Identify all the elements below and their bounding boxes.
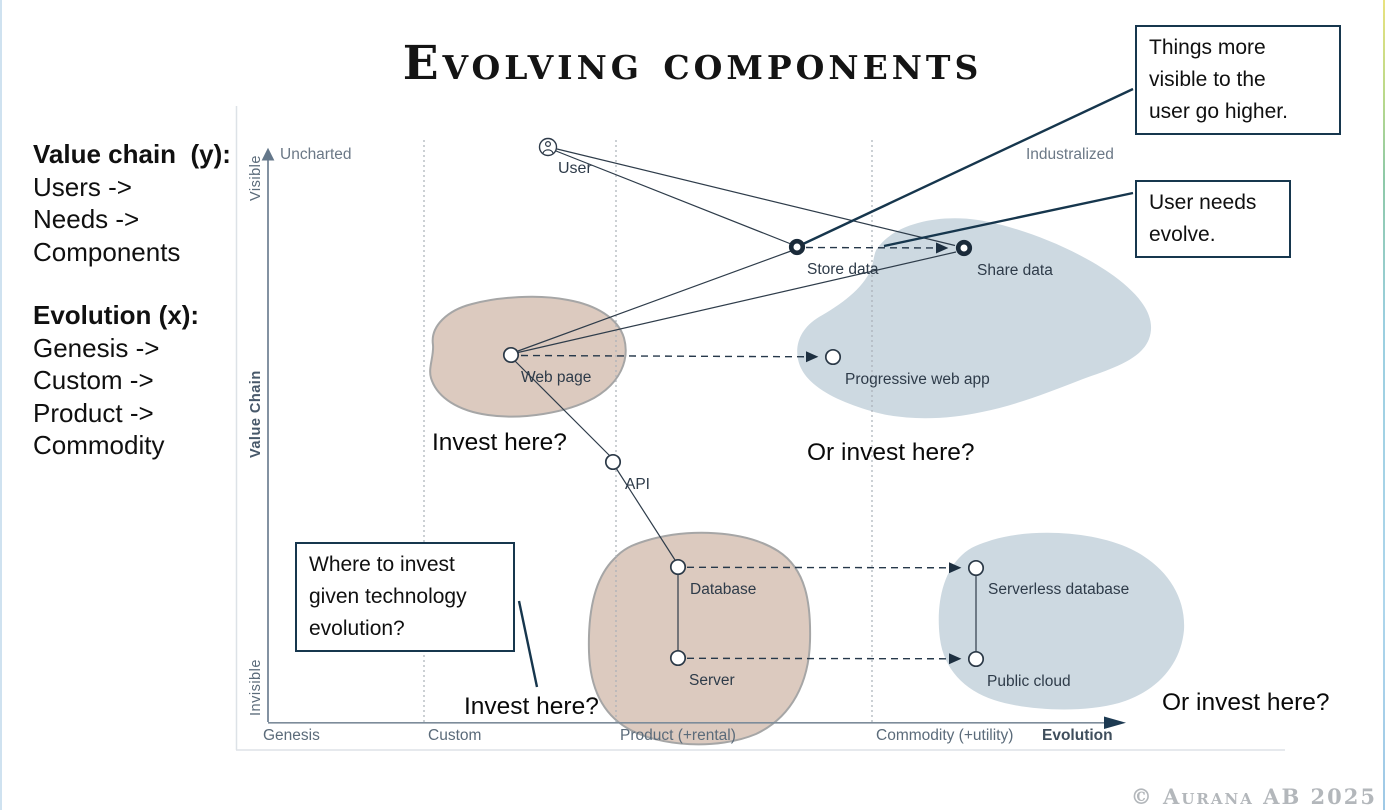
- edge-api-database: [615, 467, 676, 561]
- node-label-progressive-web-app: Progressive web app: [845, 371, 990, 388]
- edge-user-share-data: [556, 148, 956, 247]
- annotation-invest-here-custom: Invest here?: [432, 429, 567, 456]
- legend-value-chain-heading: Value chain (y):: [33, 139, 231, 169]
- x-stage-commodity: Commodity (+utility): [876, 727, 1014, 744]
- legend-value-chain-item: Users ->: [33, 171, 132, 202]
- annotation-or-invest-here-middle: Or invest here?: [807, 439, 975, 466]
- x-stage-custom: Custom: [428, 727, 482, 744]
- y-axis-label-invisible: Invisible: [248, 659, 264, 716]
- slide-left-border: [0, 0, 2, 810]
- evolution-axis: [268, 716, 1126, 729]
- node-label-database: Database: [690, 581, 757, 598]
- api-node: [604, 453, 622, 471]
- edge-share-data-web-page: [517, 251, 957, 354]
- database-node: [669, 558, 687, 576]
- panel-frame: [235, 106, 1285, 751]
- node-label-user: User: [558, 160, 592, 177]
- web-page-node: [502, 346, 520, 364]
- legend-value-chain-item: Needs ->: [33, 204, 140, 234]
- region-label-uncharted: Uncharted: [280, 146, 352, 163]
- leader-evolve-note: [883, 191, 1134, 248]
- store-data-node: [788, 238, 806, 256]
- annotation-or-invest-here-right: Or invest here?: [1162, 689, 1330, 716]
- copyright-footer: © Aurana AB 2025: [1130, 784, 1377, 809]
- y-axis-label-value-chain: Value Chain: [248, 370, 264, 458]
- node-label-public-cloud: Public cloud: [987, 673, 1071, 690]
- legend-evolution-item: Product ->: [33, 397, 154, 428]
- progressive-web-app-node: [824, 348, 842, 366]
- region-label-industralized: Industralized: [1026, 146, 1114, 163]
- legend-value-chain-item: Components: [33, 236, 181, 267]
- node-label-server: Server: [689, 672, 735, 689]
- evolution-axis-arrowhead: [1104, 716, 1126, 729]
- x-stage-product: Product (+rental): [620, 727, 736, 744]
- callout-evolve-note: User needs evolve.: [1135, 180, 1291, 258]
- invest-region-web-page: [429, 295, 627, 418]
- edge-store-data-web-page: [517, 250, 792, 352]
- serverless-database-node: [967, 559, 985, 577]
- node-label-share-data: Share data: [977, 262, 1053, 279]
- legend-evolution-heading: Evolution (x):: [33, 300, 200, 330]
- legend-block: Value chain (y): Users -> Needs -> Compo…: [33, 138, 231, 462]
- callout-visibility-note: Things more visible to the user go highe…: [1135, 25, 1341, 135]
- callout-invest-question: Where to invest given technology evoluti…: [295, 542, 515, 652]
- y-axis-label-visible: Visible: [248, 155, 264, 201]
- share-data-node: [955, 239, 973, 257]
- server-node: [669, 649, 687, 667]
- edge-user-store-data: [555, 150, 792, 245]
- leader-visibility-note: [802, 87, 1134, 246]
- value-chain-edges: [514, 148, 977, 652]
- x-axis-label-evolution: Evolution: [1042, 727, 1113, 744]
- legend-evolution-item: Custom ->: [33, 365, 154, 395]
- edge-web-page-api: [514, 360, 611, 457]
- node-label-store-data: Store data: [807, 261, 879, 278]
- arrow-server-to-public-cloud: [686, 653, 962, 665]
- legend-evolution-item: Genesis ->: [33, 332, 160, 363]
- evolution-arrows: [520, 242, 962, 665]
- arrow-web-page-to-pwa: [520, 351, 819, 363]
- node-label-serverless-database: Serverless database: [988, 581, 1130, 598]
- slide-right-border: [1383, 0, 1385, 810]
- node-label-web-page: Web page: [521, 369, 592, 386]
- user-icon-head: [544, 140, 552, 148]
- page-title: Evolving components: [402, 36, 983, 91]
- callout-leader-lines: [517, 87, 1134, 688]
- user-icon-shoulders: [542, 149, 554, 154]
- legend-evolution-item: Commodity: [33, 430, 165, 460]
- annotation-invest-here-product: Invest here?: [464, 693, 599, 720]
- public-cloud-node: [967, 650, 985, 668]
- leader-invest-question: [517, 600, 539, 688]
- user-node: [538, 137, 558, 157]
- arrow-database-to-serverless: [686, 562, 962, 574]
- x-stage-genesis: Genesis: [263, 727, 320, 744]
- invest-region-database-server: [587, 531, 812, 746]
- node-label-api: API: [625, 476, 650, 493]
- target-region-serverless-cloud: [938, 532, 1185, 710]
